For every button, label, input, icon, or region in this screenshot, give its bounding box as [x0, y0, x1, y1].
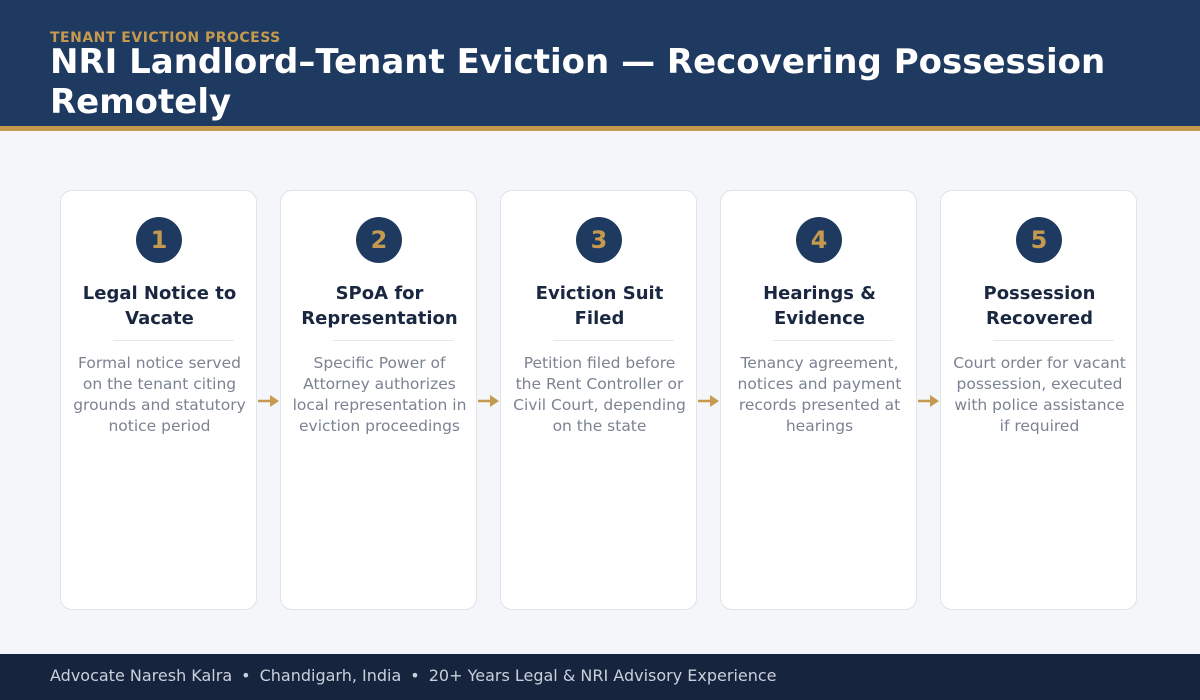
footer-separator: • [241, 666, 251, 685]
step-number-badge: 4 [796, 217, 842, 263]
step-number-badge: 1 [136, 217, 182, 263]
step-number-badge: 5 [1016, 217, 1062, 263]
footer-location: Chandigarh, India [259, 666, 402, 685]
footer: Advocate Naresh Kalra • Chandigarh, India •… [0, 654, 1200, 700]
step-card-3: 3 Eviction Suit Filed Petition filed bef… [500, 190, 697, 610]
step-card-4: 4 Hearings & Evidence Tenancy agreement,… [720, 190, 917, 610]
step-title: Hearings & Evidence [763, 283, 876, 329]
step-card-1: 1 Legal Notice to Vacate Formal notice s… [60, 190, 257, 610]
step-description: Tenancy agreement, notices and payment r… [737, 354, 902, 435]
step-divider [993, 340, 1114, 341]
step-divider [553, 340, 674, 341]
step-divider [113, 340, 234, 341]
process-steps: 1 Legal Notice to Vacate Formal notice s… [60, 190, 1137, 610]
step-title: Eviction Suit Filed [535, 283, 664, 329]
step-description: Formal notice served on the tenant citin… [73, 354, 246, 435]
footer-name: Advocate Naresh Kalra [50, 666, 233, 685]
step-title: Possession Recovered [983, 283, 1096, 329]
step-title: Legal Notice to Vacate [82, 283, 237, 329]
arrow-right-icon [698, 395, 719, 407]
step-divider [773, 340, 894, 341]
footer-separator: • [410, 666, 420, 685]
step-number-badge: 3 [576, 217, 622, 263]
arrow-right-icon [478, 395, 499, 407]
step-card-5: 5 Possession Recovered Court order for v… [940, 190, 1137, 610]
step-card-2: 2 SPoA for Representation Specific Power… [280, 190, 477, 610]
footer-credits: Advocate Naresh Kalra • Chandigarh, India •… [50, 666, 777, 685]
header: TENANT EVICTION PROCESS NRI Landlord–Ten… [0, 0, 1200, 126]
step-description: Petition filed before the Rent Controlle… [513, 354, 686, 435]
header-eyebrow: TENANT EVICTION PROCESS [50, 30, 281, 46]
arrow-right-icon [918, 395, 939, 407]
step-title: SPoA for Representation [301, 283, 458, 329]
footer-experience: 20+ Years Legal & NRI Advisory Experienc… [428, 666, 777, 685]
page-title: NRI Landlord–Tenant Eviction — Recoverin… [50, 42, 1106, 122]
header-accent-rule [0, 126, 1200, 131]
step-number-badge: 2 [356, 217, 402, 263]
step-description: Court order for vacant possession, execu… [953, 354, 1126, 435]
step-divider [333, 340, 454, 341]
arrow-right-icon [258, 395, 279, 407]
step-description: Specific Power of Attorney authorizes lo… [292, 354, 467, 435]
